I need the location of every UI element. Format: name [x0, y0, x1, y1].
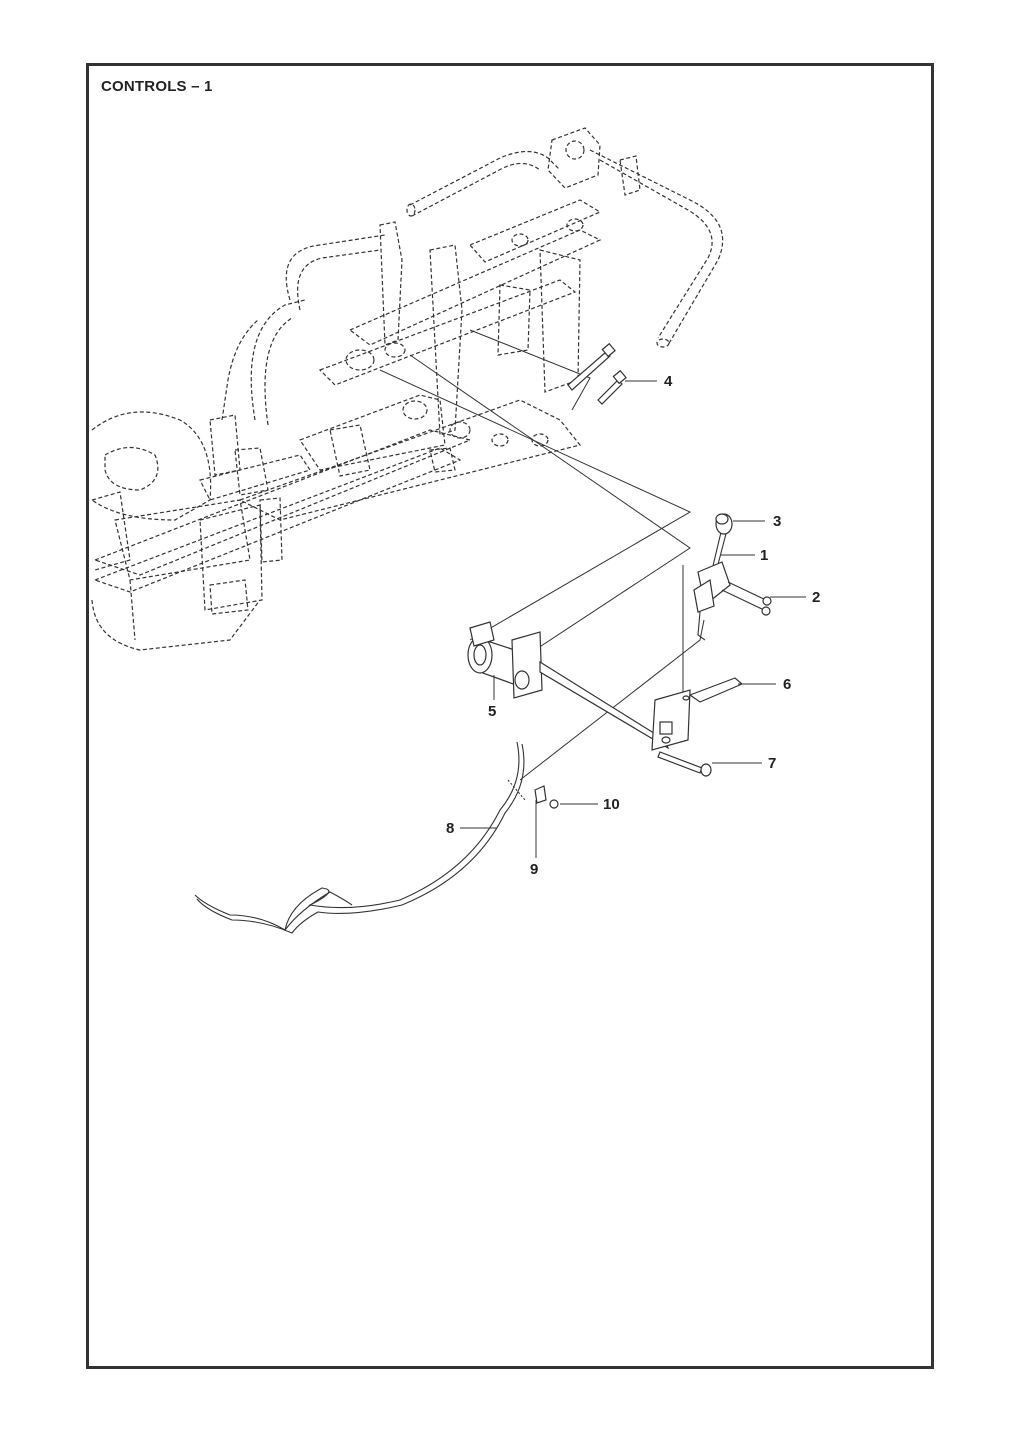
callout-leaders	[460, 380, 806, 858]
part-1-lever	[693, 527, 731, 641]
part-10-nut	[549, 799, 559, 809]
callout-4: 4	[664, 373, 673, 390]
callout-10: 10	[603, 796, 620, 813]
callout-5: 5	[488, 703, 496, 720]
part-3-knob	[715, 513, 733, 535]
chassis-frame	[91, 127, 724, 651]
callout-8: 8	[446, 820, 454, 837]
callout-2: 2	[812, 589, 820, 606]
callout-7: 7	[768, 755, 776, 772]
page-frame	[86, 63, 934, 1369]
part-2-screws	[721, 581, 772, 616]
callout-1: 1	[760, 547, 768, 564]
part-6-bracket	[651, 677, 744, 751]
part-7-bolt	[657, 751, 712, 777]
part-5-shaft	[467, 621, 670, 750]
callout-6: 6	[783, 676, 791, 693]
callout-labels: 1 2 3 4 5 6 7 8 9 10	[446, 373, 820, 878]
assembly-lines	[379, 329, 705, 781]
part-4-bolts	[567, 342, 627, 405]
page-title: CONTROLS – 1	[101, 78, 213, 95]
part-9-clip	[534, 785, 547, 804]
callout-3: 3	[773, 513, 781, 530]
callout-9: 9	[530, 861, 538, 878]
part-8-cable	[194, 741, 526, 934]
